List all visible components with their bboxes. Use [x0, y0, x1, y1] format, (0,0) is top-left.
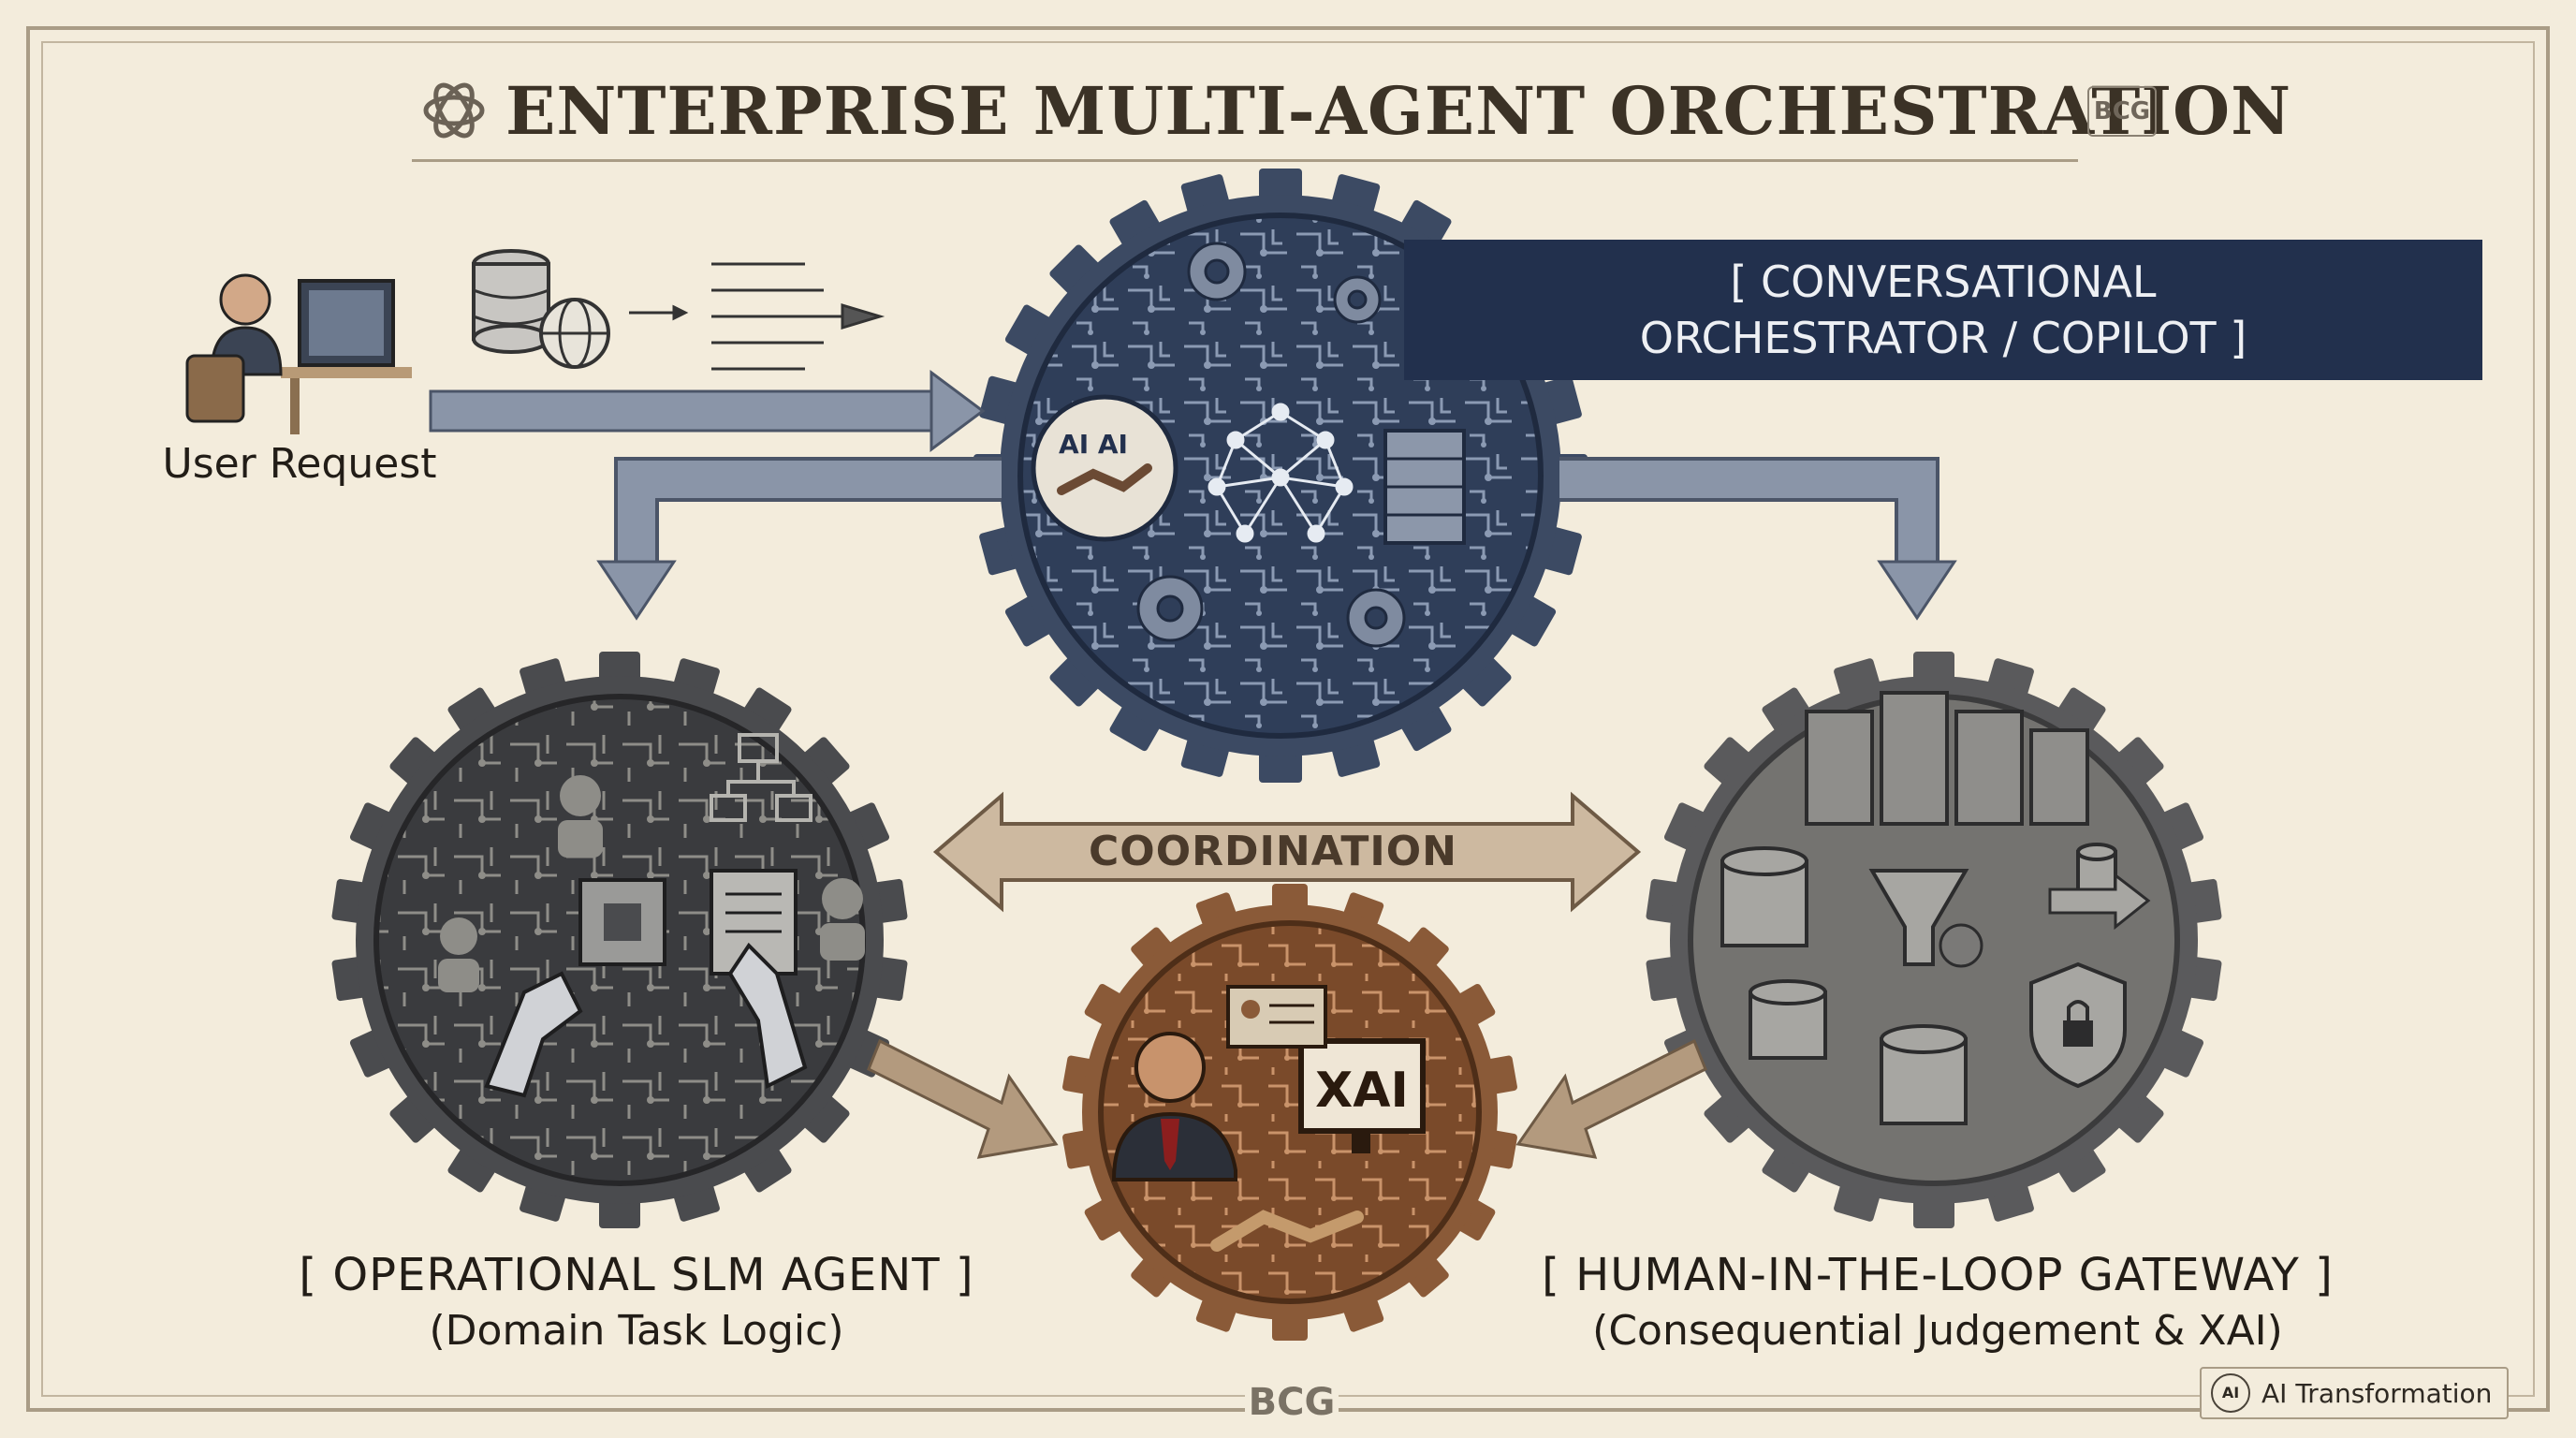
gear-tooth	[1049, 656, 1100, 707]
handshake-icon	[1031, 394, 1178, 542]
gear-tooth	[599, 652, 640, 682]
flow-arrow-icon-2	[2048, 872, 2151, 931]
operational-agent-title: [ OPERATIONAL SLM AGENT ]	[299, 1249, 974, 1301]
gear-tooth	[1109, 704, 1161, 752]
gear-tooth	[2057, 687, 2106, 733]
bcg-logo: BCG	[2087, 86, 2157, 137]
gear-tooth	[743, 687, 792, 733]
gear-tooth	[447, 1147, 496, 1193]
gear-tooth	[1084, 1199, 1122, 1240]
monitor-icon	[1298, 1038, 1426, 1153]
gear-tooth	[1259, 751, 1302, 783]
gear-tooth	[1109, 199, 1161, 247]
orchestrator-label-line1: [ CONVERSATIONAL	[1730, 257, 2157, 307]
coordination-label: COORDINATION	[1089, 828, 1457, 875]
gear-tooth	[802, 1094, 850, 1143]
hitl-gateway-subtitle: (Consequential Judgement & XAI)	[1592, 1307, 2283, 1355]
orchestrator-to-hitl-arrow	[1559, 457, 1957, 621]
ai-transformation-text: AI Transformation	[2261, 1377, 2493, 1409]
hitl-gateway-label: [ HUMAN-IN-THE-LOOP GATEWAY ] (Consequen…	[1516, 1249, 2359, 1355]
gear-tooth	[447, 687, 496, 733]
gear-tooth	[389, 737, 437, 785]
gear-tooth	[1762, 687, 1810, 733]
person-icons	[438, 775, 865, 992]
server-rack-icon	[1383, 429, 1466, 545]
gear-tooth	[1131, 927, 1173, 968]
shield-lock-icon	[2029, 961, 2127, 1089]
ai-transformation-tag: AI AI Transformation	[2200, 1367, 2509, 1419]
user-request-label: User Request	[162, 440, 437, 488]
gear-tooth	[1913, 652, 1954, 682]
id-card-icon	[1226, 985, 1327, 1049]
openai-logo-icon	[423, 82, 485, 139]
bcg-footer-logo: BCG	[1245, 1380, 1339, 1425]
gear-tooth	[1407, 1256, 1449, 1298]
gear-tooth	[1400, 199, 1452, 247]
xai-screen-text: XAI	[1315, 1063, 1409, 1119]
globe-icon	[539, 298, 610, 369]
user-at-desk-icon	[185, 273, 412, 434]
gear-tooth	[1131, 1256, 1173, 1298]
gear-tooth	[1272, 884, 1308, 910]
gear-tooth	[1913, 1198, 1954, 1228]
ai-badge-icon: AI	[2211, 1373, 2250, 1413]
operational-agent-subtitle: (Domain Task Logic)	[429, 1307, 844, 1355]
gear-tooth	[1400, 704, 1452, 752]
gear-tooth	[2116, 1094, 2164, 1143]
hitl-to-xai-arrow	[1515, 1038, 1707, 1159]
server-rack-icon-2	[1805, 691, 2089, 826]
network-icon	[1208, 403, 1354, 543]
gear-tooth	[1509, 595, 1557, 647]
flow-arrows-icon	[629, 262, 886, 371]
businessman-icon	[1111, 1032, 1237, 1181]
coordination-arrow	[932, 791, 1642, 913]
hitl-gateway-title: [ HUMAN-IN-THE-LOOP GATEWAY ]	[1542, 1249, 2334, 1301]
chip-icon	[578, 878, 666, 966]
gear-tooth	[1704, 737, 1751, 785]
gear-tooth	[1084, 984, 1122, 1025]
gear-tooth	[1457, 984, 1496, 1025]
database-icon	[472, 249, 550, 354]
orchestrator-label-banner: [ CONVERSATIONAL ORCHESTRATOR / COPILOT …	[1404, 240, 2482, 380]
gear-tooth	[1004, 304, 1052, 356]
handshake-icon-2	[1210, 1210, 1364, 1252]
robot-hand-icon	[484, 942, 808, 1098]
gear-tooth	[2057, 1147, 2106, 1193]
gear-tooth	[1461, 656, 1512, 707]
user-request-arrow	[429, 370, 986, 452]
title-divider	[412, 159, 2078, 162]
orchestrator-badge: AI AI	[1059, 429, 1128, 460]
gear-tooth	[1407, 927, 1449, 968]
page-title: ENTERPRISE MULTI-AGENT ORCHESTRATION	[505, 72, 2292, 150]
operational-to-xai-arrow	[867, 1038, 1059, 1159]
gear-tooth	[599, 1198, 640, 1228]
gear-tooth	[1259, 169, 1302, 200]
orchestrator-to-operational-arrow	[596, 457, 1002, 621]
gear-tooth	[1049, 244, 1100, 295]
gear-tooth	[1457, 1199, 1496, 1240]
gear-tooth	[1272, 1314, 1308, 1341]
gear-tooth	[1762, 1147, 1810, 1193]
gear-cluster-icon	[1136, 242, 1406, 648]
funnel-icon	[1868, 869, 1983, 968]
gear-tooth	[389, 1094, 437, 1143]
gear-tooth	[2116, 737, 2164, 785]
gear-tooth	[802, 737, 850, 785]
gear-tooth	[1704, 1094, 1751, 1143]
orchestrator-label-line2: ORCHESTRATOR / COPILOT ]	[1639, 313, 2247, 363]
org-chart-icon	[710, 733, 812, 822]
xai-gear	[1062, 884, 1517, 1341]
gear-tooth	[1004, 595, 1052, 647]
gear-tooth	[743, 1147, 792, 1193]
operational-agent-label: [ OPERATIONAL SLM AGENT ] (Domain Task L…	[281, 1249, 992, 1355]
